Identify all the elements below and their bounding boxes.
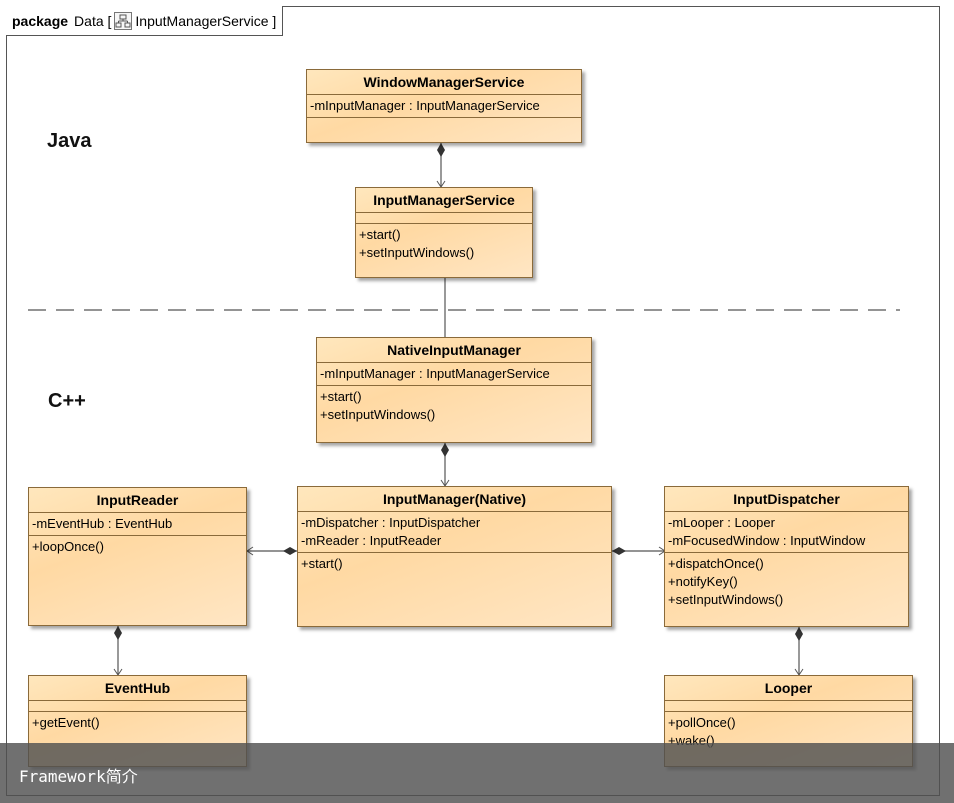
package-keyword: package <box>12 12 69 29</box>
dispatcher-looper-diamond <box>795 627 803 641</box>
operation: +start() <box>359 227 401 242</box>
class-name: EventHub <box>29 676 246 701</box>
package-tab: package Data [ InputManagerService ] <box>6 6 284 36</box>
operations-compartment: +start() +setInputWindows() <box>356 224 532 264</box>
class-name: Looper <box>665 676 912 701</box>
operations-compartment: +dispatchOnce() +notifyKey() +setInputWi… <box>665 553 908 611</box>
im-reader-diamond <box>283 547 297 555</box>
operations-compartment <box>307 118 581 136</box>
operation: +notifyKey() <box>668 574 738 589</box>
operations-compartment: +loopOnce() <box>29 536 246 558</box>
attribute: -mDispatcher : InputDispatcher <box>301 515 481 530</box>
operation: +pollOnce() <box>668 715 736 730</box>
attribute: -mEventHub : EventHub <box>32 516 173 531</box>
reader-eventhub-diamond <box>114 626 122 640</box>
cpp-section-label: C++ <box>48 390 86 412</box>
class-name: InputManagerService <box>356 188 532 213</box>
class-input-manager-service: InputManagerService +start() +setInputWi… <box>355 187 533 278</box>
operations-compartment: +start() <box>298 553 611 575</box>
operations-compartment: +start() +setInputWindows() <box>317 386 591 426</box>
package-title: InputManagerService ] <box>135 12 277 29</box>
class-name: InputReader <box>29 488 246 513</box>
attribute: -mLooper : Looper <box>668 515 775 530</box>
class-input-dispatcher: InputDispatcher -mLooper : Looper -mFocu… <box>664 486 909 627</box>
attributes-compartment: -mLooper : Looper -mFocusedWindow : Inpu… <box>665 512 908 553</box>
operation: +loopOnce() <box>32 539 104 554</box>
class-native-input-manager: NativeInputManager -mInputManager : Inpu… <box>316 337 592 443</box>
attributes-compartment <box>29 701 246 712</box>
attribute: -mReader : InputReader <box>301 533 442 548</box>
attribute: -mInputManager : InputManagerService <box>310 98 540 113</box>
operation: +setInputWindows() <box>668 592 784 607</box>
operations-compartment: +getEvent() <box>29 712 246 734</box>
operation: +dispatchOnce() <box>668 556 764 571</box>
operation: +getEvent() <box>32 715 100 730</box>
class-name: InputDispatcher <box>665 487 908 512</box>
wms-composition-diamond <box>437 143 445 157</box>
attributes-compartment: -mInputManager : InputManagerService <box>307 95 581 118</box>
package-name: Data [ <box>74 12 112 29</box>
im-reader-arrow <box>246 546 254 556</box>
attributes-compartment: -mEventHub : EventHub <box>29 513 246 536</box>
class-name: NativeInputManager <box>317 338 591 363</box>
attributes-compartment: -mInputManager : InputManagerService <box>317 363 591 386</box>
operation: +setInputWindows() <box>359 245 475 260</box>
package-diagram-icon <box>114 11 133 30</box>
attributes-compartment: -mDispatcher : InputDispatcher -mReader … <box>298 512 611 553</box>
operation: +start() <box>301 556 343 571</box>
class-input-reader: InputReader -mEventHub : EventHub +loopO… <box>28 487 247 626</box>
class-name: InputManager(Native) <box>298 487 611 512</box>
attribute: -mFocusedWindow : InputWindow <box>668 533 866 548</box>
operation: +setInputWindows() <box>320 407 436 422</box>
java-section-label: Java <box>47 130 92 152</box>
class-input-manager-native: InputManager(Native) -mDispatcher : Inpu… <box>297 486 612 627</box>
class-window-manager-service: WindowManagerService -mInputManager : In… <box>306 69 582 143</box>
operation: +start() <box>320 389 362 404</box>
attributes-compartment <box>356 213 532 224</box>
im-dispatcher-diamond <box>612 547 626 555</box>
nim-composition-diamond <box>441 443 449 457</box>
attributes-compartment <box>665 701 912 712</box>
caption-bar: Framework简介 <box>0 743 954 803</box>
attribute: -mInputManager : InputManagerService <box>320 366 550 381</box>
class-name: WindowManagerService <box>307 70 581 95</box>
caption-text: Framework简介 <box>19 767 138 786</box>
